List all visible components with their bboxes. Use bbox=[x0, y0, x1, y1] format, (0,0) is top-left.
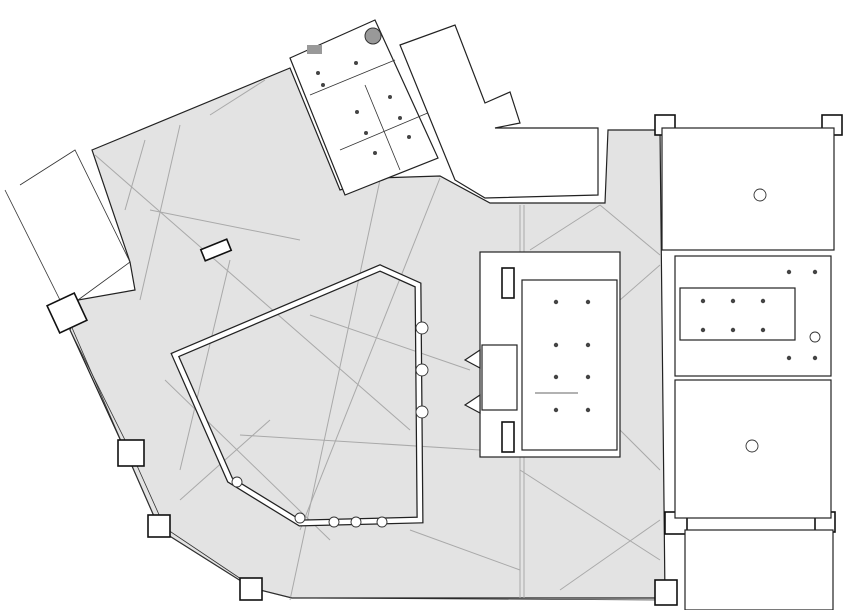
adjacent-building-outline bbox=[399, 24, 599, 199]
fixture-dot bbox=[585, 407, 591, 413]
fixture bbox=[364, 27, 382, 45]
fixture-dot bbox=[730, 298, 736, 304]
right-fixture-dots bbox=[700, 269, 818, 361]
fixture-dot bbox=[553, 407, 559, 413]
fixture-dot bbox=[812, 269, 818, 275]
fixture-dot bbox=[812, 355, 818, 361]
fixture-dot bbox=[585, 374, 591, 380]
display-wall-loop bbox=[170, 264, 429, 528]
fixture-dot bbox=[786, 269, 792, 275]
column-round bbox=[809, 331, 821, 343]
fixture-dot bbox=[585, 299, 591, 305]
fixture-dot bbox=[760, 327, 766, 333]
column bbox=[117, 439, 145, 467]
fixture-dot bbox=[760, 298, 766, 304]
fixture-dot bbox=[553, 299, 559, 305]
fixture-dot bbox=[700, 327, 706, 333]
fixture-dot bbox=[553, 374, 559, 380]
fixture-dot bbox=[786, 355, 792, 361]
fixture-dot bbox=[585, 342, 591, 348]
column bbox=[147, 514, 171, 538]
central-core bbox=[463, 251, 621, 458]
fixture-dot bbox=[700, 298, 706, 304]
column bbox=[199, 238, 233, 262]
column-round bbox=[745, 439, 759, 453]
fixture bbox=[307, 45, 322, 54]
fixture-dot bbox=[730, 327, 736, 333]
column bbox=[46, 292, 88, 334]
column-round bbox=[753, 188, 767, 202]
core-fixture-dots bbox=[553, 299, 591, 413]
column bbox=[654, 579, 678, 606]
service-block-top bbox=[289, 19, 439, 196]
fixture-dot bbox=[553, 342, 559, 348]
column bbox=[239, 577, 263, 601]
right-rooms bbox=[661, 127, 835, 610]
